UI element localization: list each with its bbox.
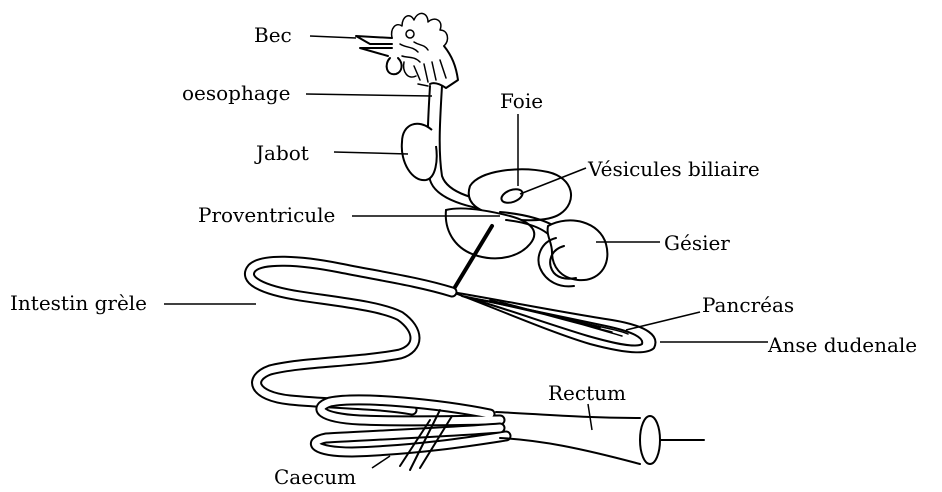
label-anse: Anse dudenale <box>767 333 917 357</box>
leader-jabot <box>334 152 408 154</box>
leader-caecum <box>372 456 390 468</box>
label-oesophage: oesophage <box>182 81 290 105</box>
label-foie: Foie <box>500 89 543 113</box>
label-rectum: Rectum <box>548 381 626 405</box>
leader-bec <box>310 36 356 38</box>
label-caecum: Caecum <box>274 465 356 489</box>
label-jabot: Jabot <box>254 141 309 165</box>
leader-oesophage <box>306 94 432 96</box>
label-pancreas: Pancréas <box>702 293 794 317</box>
leader-pancreas <box>626 312 700 330</box>
chicken-head-illustration <box>356 13 458 88</box>
label-proventricule: Proventricule <box>198 203 335 227</box>
label-intestin: Intestin grèle <box>10 291 147 315</box>
jabot-crop <box>402 124 437 180</box>
label-vesicules: Vésicules biliaire <box>587 157 760 181</box>
label-bec: Bec <box>254 23 292 47</box>
rectum <box>496 412 704 464</box>
label-gesier: Gésier <box>664 231 730 255</box>
